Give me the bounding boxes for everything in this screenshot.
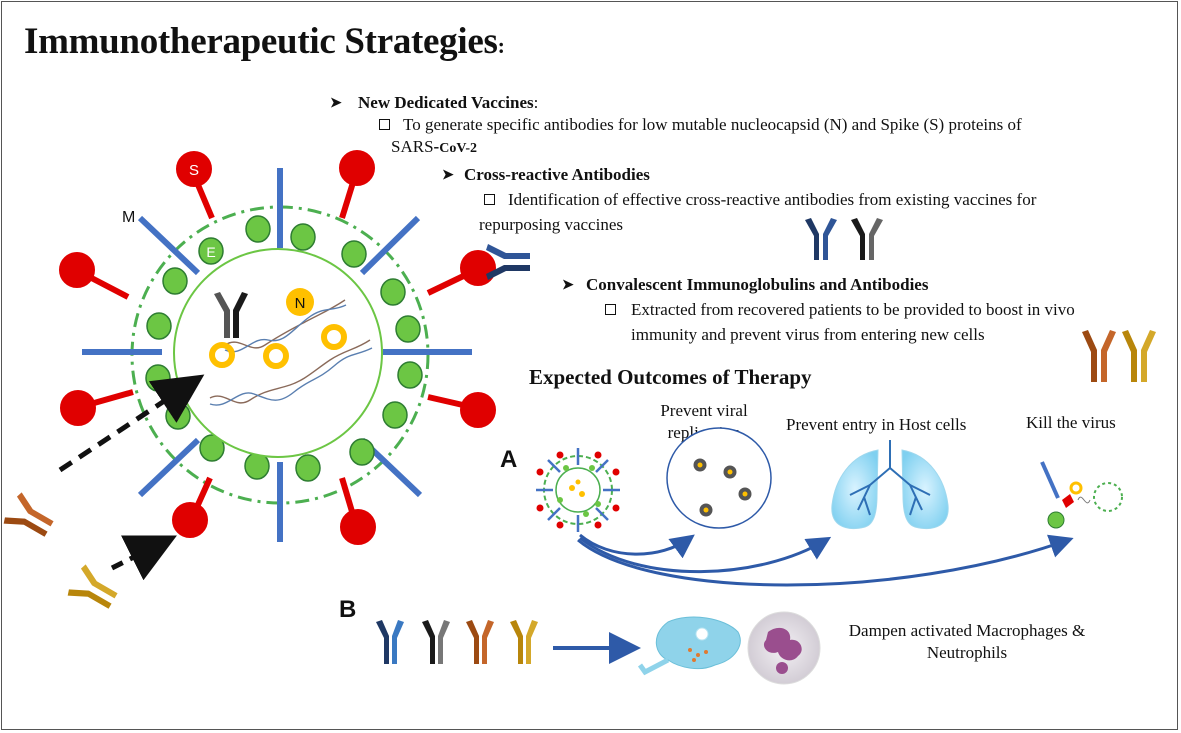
neutrophil-icon <box>747 611 821 685</box>
strategy-2-heading: Cross-reactive Antibodies <box>464 165 650 184</box>
antibody-binding-arrow-1 <box>58 374 205 473</box>
strategy-2-detail-line1: Identification of effective cross-reacti… <box>508 190 1037 209</box>
membrane-label: M <box>122 209 135 226</box>
arrow-bullet-icon: ➤ <box>330 96 342 111</box>
outcome-arrows <box>577 533 1074 587</box>
envelope-label: E <box>206 244 215 260</box>
checkbox-bullet-icon <box>484 194 495 205</box>
replication-cell-icon <box>666 427 772 529</box>
n-protein-marker <box>286 288 314 316</box>
figure-title: Immunotherapeutic Strategies: <box>24 21 505 62</box>
spike-proteins <box>59 150 496 545</box>
panel-b-label: B <box>339 596 357 623</box>
antibody-brown-icon <box>3 492 54 537</box>
rna-helix <box>209 299 373 406</box>
spike-label: S <box>189 162 199 179</box>
panel-b-description: Dampen activated Macrophages &Neutrophil… <box>848 621 1086 662</box>
arrow-bullet-icon: ➤ <box>442 168 454 183</box>
antibody-pair-convalescent <box>1082 330 1156 382</box>
checkbox-bullet-icon <box>379 119 390 130</box>
antibody-pair-cross-reactive <box>805 218 883 260</box>
strategy-3-detail-line2: immunity and prevent virus from entering… <box>631 325 985 344</box>
nucleocapsid-label: N <box>295 295 306 312</box>
strategy-3-detail-line1: Extracted from recovered patients to be … <box>631 300 1075 319</box>
outcome-kill-label: Kill the virus <box>1026 413 1116 432</box>
virus-diagram <box>3 150 530 609</box>
strategy-1-detail-line1: To generate specific antibodies for low … <box>403 115 1022 134</box>
macrophage-icon <box>637 616 741 676</box>
strategy-3-heading: Convalescent Immunoglobulins and Antibod… <box>586 275 929 294</box>
antibody-navy-spike-icon <box>486 244 530 280</box>
antibody-inside-icon <box>214 292 248 338</box>
nucleocapsid-core <box>173 248 383 458</box>
outcomes-heading: Expected Outcomes of Therapy <box>529 365 812 389</box>
panel-a-label: A <box>500 446 518 473</box>
antibody-binding-arrow-2 <box>110 535 177 581</box>
antibody-olive-icon <box>67 564 118 609</box>
antibody-row-icons <box>376 620 538 664</box>
envelope-proteins <box>145 215 423 482</box>
kill-virus-icon <box>1040 461 1123 529</box>
checkbox-bullet-icon <box>605 304 616 315</box>
strategy-1-detail-line2: SARS-CoV-2 <box>391 137 478 156</box>
outcome-entry-label: Prevent entry in Host cells <box>786 415 967 434</box>
strategy-1-heading: New Dedicated Vaccines: <box>358 93 539 112</box>
arrow-bullet-icon: ➤ <box>562 278 574 293</box>
strategy-2-detail-line2: repurposing vaccines <box>479 215 623 234</box>
nucleocapsid-proteins <box>209 324 347 369</box>
lungs-icon <box>831 440 949 529</box>
small-virus-icon <box>536 448 620 532</box>
